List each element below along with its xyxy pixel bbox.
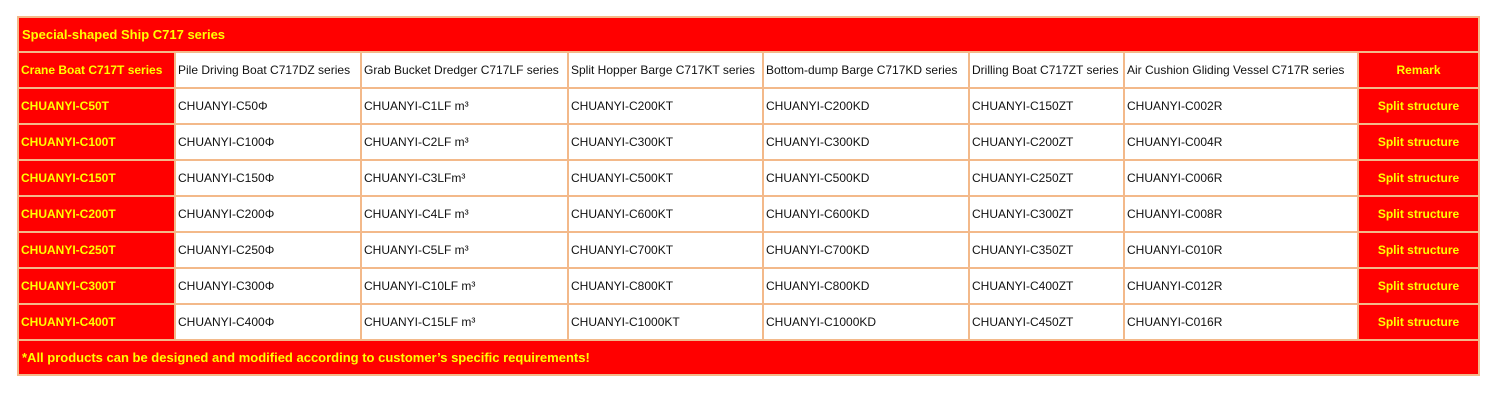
column-header: Grab Bucket Dredger C717LF series	[360, 51, 569, 89]
row-remark: Split structure	[1356, 303, 1481, 341]
table-cell: CHUANYI-C300ZT	[968, 195, 1125, 233]
table-cell: CHUANYI-C150ZT	[968, 87, 1125, 125]
row-model-label: CHUANYI-C200T	[17, 195, 176, 233]
table-cell: CHUANYI-C800KD	[762, 267, 970, 305]
table-cell: CHUANYI-C3LFm³	[360, 159, 569, 197]
column-header: Drilling Boat C717ZT series	[968, 51, 1125, 89]
footer-note: *All products can be designed and modifi…	[16, 339, 1481, 376]
column-header: Bottom-dump Barge C717KD series	[762, 51, 970, 89]
table-cell: CHUANYI-C016R	[1123, 303, 1359, 341]
row-remark: Split structure	[1356, 231, 1481, 269]
table-cell: CHUANYI-C15LF m³	[360, 303, 569, 341]
table-cell: CHUANYI-C004R	[1123, 123, 1359, 161]
table-cell: CHUANYI-C300KD	[762, 123, 970, 161]
row-remark: Split structure	[1356, 267, 1481, 305]
table-cell: CHUANYI-C300KT	[567, 123, 764, 161]
table-cell: CHUANYI-C002R	[1123, 87, 1359, 125]
table-cell: CHUANYI-C1000KD	[762, 303, 970, 341]
table-cell: CHUANYI-C250Φ	[174, 231, 362, 269]
table-cell: CHUANYI-C700KD	[762, 231, 970, 269]
table-cell: CHUANYI-C350ZT	[968, 231, 1125, 269]
row-remark: Split structure	[1356, 87, 1481, 125]
table-cell: CHUANYI-C300Φ	[174, 267, 362, 305]
table-cell: CHUANYI-C4LF m³	[360, 195, 569, 233]
table-cell: CHUANYI-C500KD	[762, 159, 970, 197]
table-title-row: Special-shaped Ship C717 series	[16, 16, 1481, 53]
series-table-container: Special-shaped Ship C717 series Crane Bo…	[16, 16, 1481, 376]
row-model-label: CHUANYI-C400T	[17, 303, 176, 341]
row-remark: Split structure	[1356, 123, 1481, 161]
column-header: Pile Driving Boat C717DZ series	[174, 51, 362, 89]
table-cell: CHUANYI-C5LF m³	[360, 231, 569, 269]
column-header: Split Hopper Barge C717KT series	[567, 51, 764, 89]
table-cell: CHUANYI-C1000KT	[567, 303, 764, 341]
column-header: Remark	[1356, 51, 1481, 89]
table-cell: CHUANYI-C100Φ	[174, 123, 362, 161]
row-model-label: CHUANYI-C300T	[17, 267, 176, 305]
table-cell: CHUANYI-C400ZT	[968, 267, 1125, 305]
row-model-label: CHUANYI-C50T	[17, 87, 176, 125]
table-cell: CHUANYI-C2LF m³	[360, 123, 569, 161]
column-header: Air Cushion Gliding Vessel C717R series	[1123, 51, 1359, 89]
table-cell: CHUANYI-C006R	[1123, 159, 1359, 197]
table-cell: CHUANYI-C1LF m³	[360, 87, 569, 125]
table-cell: CHUANYI-C012R	[1123, 267, 1359, 305]
table-cell: CHUANYI-C008R	[1123, 195, 1359, 233]
table-cell: CHUANYI-C450ZT	[968, 303, 1125, 341]
table-cell: CHUANYI-C200KT	[567, 87, 764, 125]
table-cell: CHUANYI-C500KT	[567, 159, 764, 197]
row-remark: Split structure	[1356, 195, 1481, 233]
table-cell: CHUANYI-C400Φ	[174, 303, 362, 341]
table-footer-row: *All products can be designed and modifi…	[16, 339, 1481, 376]
row-model-label: CHUANYI-C150T	[17, 159, 176, 197]
table-cell: CHUANYI-C600KT	[567, 195, 764, 233]
row-model-label: CHUANYI-C250T	[17, 231, 176, 269]
table-cell: CHUANYI-C010R	[1123, 231, 1359, 269]
table-cell: CHUANYI-C250ZT	[968, 159, 1125, 197]
table-cell: CHUANYI-C200ZT	[968, 123, 1125, 161]
table-cell: CHUANYI-C700KT	[567, 231, 764, 269]
row-remark: Split structure	[1356, 159, 1481, 197]
series-table: Special-shaped Ship C717 series Crane Bo…	[16, 16, 1481, 376]
column-header: Crane Boat C717T series	[17, 51, 176, 89]
table-title: Special-shaped Ship C717 series	[16, 16, 1481, 53]
row-model-label: CHUANYI-C100T	[17, 123, 176, 161]
table-cell: CHUANYI-C800KT	[567, 267, 764, 305]
table-cell: CHUANYI-C200Φ	[174, 195, 362, 233]
table-cell: CHUANYI-C10LF m³	[360, 267, 569, 305]
table-cell: CHUANYI-C200KD	[762, 87, 970, 125]
table-cell: CHUANYI-C150Φ	[174, 159, 362, 197]
table-body: Special-shaped Ship C717 series Crane Bo…	[16, 16, 1481, 376]
table-cell: CHUANYI-C50Φ	[174, 87, 362, 125]
table-cell: CHUANYI-C600KD	[762, 195, 970, 233]
